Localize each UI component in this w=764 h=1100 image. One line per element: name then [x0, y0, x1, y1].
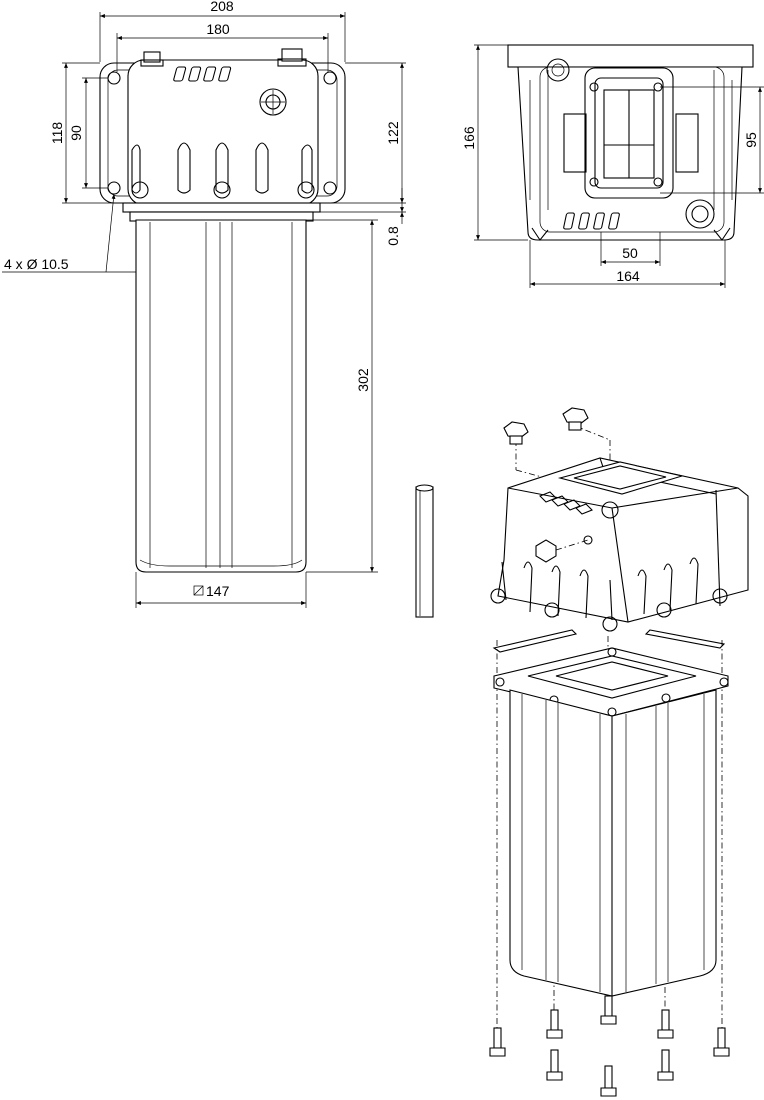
dim-164: 164	[616, 268, 640, 284]
exploded-view	[489, 407, 749, 1097]
bolt-6	[546, 1049, 563, 1081]
front-view	[99, 48, 346, 573]
dim-166: 166	[461, 126, 477, 150]
bolt-7	[600, 1065, 617, 1097]
bolts	[489, 995, 730, 1097]
bolt-5	[713, 1027, 730, 1057]
front-dimensions: 208 180 118 90 122 0.8 4 x Ø 10.5	[2, 0, 406, 608]
side-nut	[546, 58, 570, 82]
dim-118: 118	[49, 122, 65, 145]
side-plug	[685, 199, 715, 229]
front-port	[259, 88, 287, 116]
rod-part	[415, 484, 434, 618]
side-slots	[563, 212, 620, 230]
top-plug-left	[503, 421, 529, 445]
rod	[415, 486, 434, 618]
dim-95: 95	[743, 132, 759, 148]
dim-0-8: 0.8	[385, 226, 401, 246]
bolt-2	[546, 1009, 563, 1039]
gasket-right	[644, 629, 726, 649]
bolt-8	[657, 1049, 674, 1081]
dim-180: 180	[206, 21, 230, 37]
bolt-4	[657, 1009, 674, 1039]
plug-right	[281, 48, 303, 62]
dim-302: 302	[355, 368, 371, 392]
front-slots	[173, 66, 232, 82]
bolt-hole-tr	[323, 71, 337, 85]
front-head-body	[127, 59, 319, 206]
side-view	[507, 44, 754, 241]
dim-147: 147	[206, 583, 230, 599]
iso-port	[535, 539, 557, 563]
front-base-flange	[122, 202, 321, 213]
bolt-3	[600, 995, 617, 1025]
top-plug-right	[562, 407, 589, 431]
side-top-plate	[507, 44, 754, 68]
bolt-1	[489, 1027, 506, 1057]
front-ribs	[131, 142, 315, 199]
plug-left	[143, 51, 161, 63]
iso-slots	[539, 491, 593, 515]
dim-208: 208	[210, 0, 234, 14]
gasket-left	[492, 629, 578, 653]
iso-bowl	[509, 689, 717, 997]
bolt-hole-br	[323, 181, 337, 195]
dim-90: 90	[68, 125, 84, 141]
dim-122: 122	[385, 121, 401, 145]
iso-ribs	[490, 557, 728, 632]
front-bowl	[135, 219, 307, 573]
side-dimensions: 166 95 50 164	[461, 44, 764, 288]
dim-50: 50	[622, 245, 638, 261]
dim-holes: 4 x Ø 10.5	[4, 256, 69, 272]
